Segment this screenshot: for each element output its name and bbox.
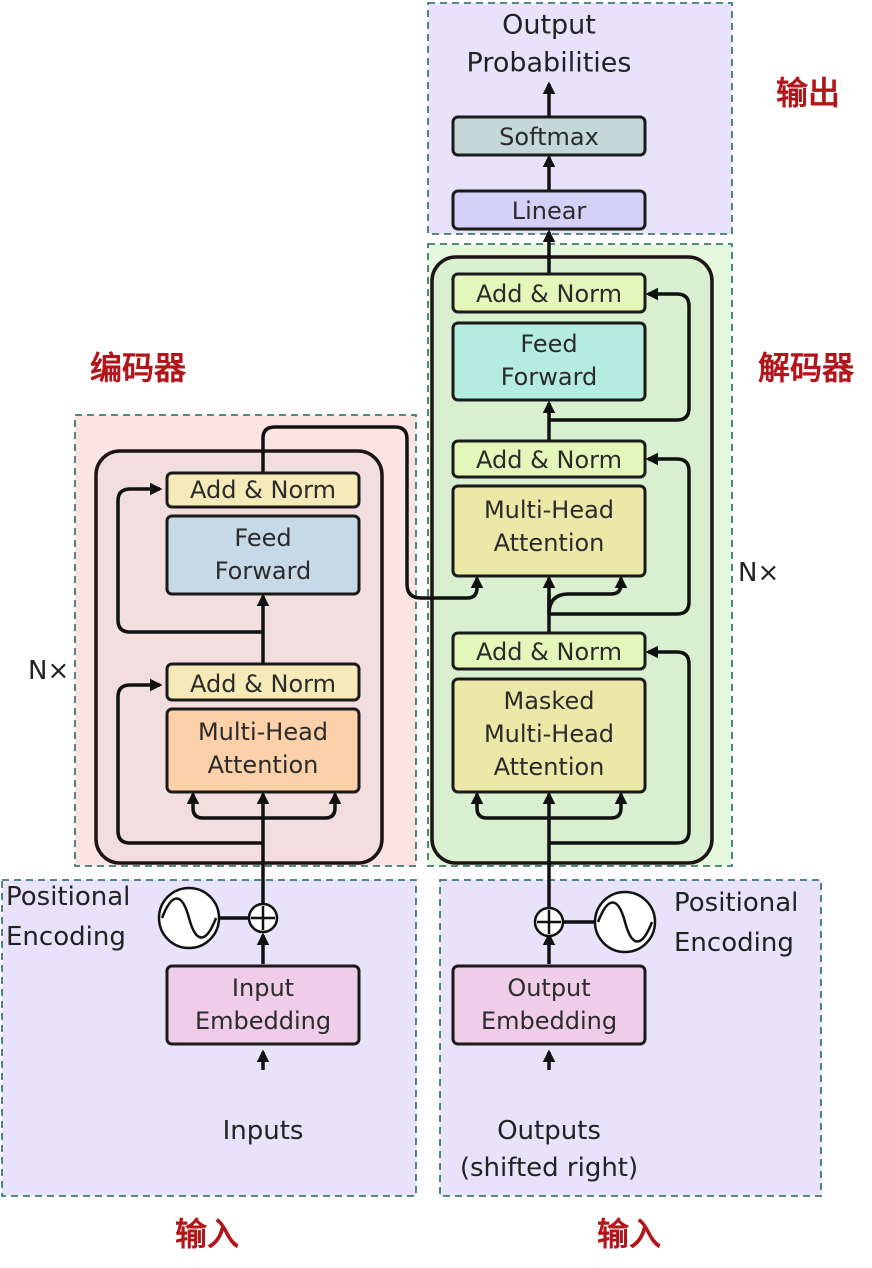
input-cn-label-left: 输入 — [175, 1215, 239, 1253]
sine-wave-icon-right — [593, 890, 657, 954]
linear-label: Linear — [512, 197, 587, 225]
positional-encoding-left-line2: Encoding — [6, 922, 126, 952]
encoder-add-norm-bottom — [165, 662, 361, 702]
output-probabilities-line1: Output — [502, 10, 596, 41]
input-cn-label-right: 输入 — [597, 1215, 661, 1253]
positional-encoding-right-line2: Encoding — [674, 928, 794, 958]
encoder-multi-head-attention — [165, 707, 361, 794]
decoder-multi-head-attention — [451, 484, 647, 578]
decoder-add-norm-mid — [451, 439, 647, 479]
decoder-add-norm-bottom-label: Add & Norm — [476, 638, 622, 666]
sine-wave-icon-left — [157, 886, 221, 950]
decoder-feed-forward-line1: Feed — [520, 330, 577, 358]
plus-icon-left — [247, 902, 279, 934]
plus-icon-right — [533, 906, 565, 938]
output-embedding-line1: Output — [507, 974, 590, 1002]
decoder-feed-forward-line2: Forward — [501, 363, 598, 391]
input-embedding-line2: Embedding — [195, 1007, 331, 1035]
output-embedding-block — [451, 964, 647, 1046]
output-cn-label: 输出 — [776, 74, 840, 112]
input-embedding-block — [165, 964, 361, 1046]
decoder-masked-line1: Masked — [504, 687, 595, 715]
output-embedding-line2: Embedding — [481, 1007, 617, 1035]
linear-block — [451, 189, 647, 231]
outputs-label-line1: Outputs — [497, 1116, 601, 1146]
nx-left-label: N× — [28, 656, 69, 686]
encoder-feed-forward-line1: Feed — [234, 524, 291, 552]
connections — [116, 81, 691, 1070]
softmax-label: Softmax — [499, 123, 599, 151]
decoder-add-norm-mid-label: Add & Norm — [476, 446, 622, 474]
decoder-cn-label: 解码器 — [758, 349, 855, 387]
decoder-add-norm-top — [451, 272, 647, 314]
decoder-masked-line3: Attention — [494, 753, 605, 781]
encoder-attention-line2: Attention — [208, 751, 319, 779]
decoder-add-norm-top-label: Add & Norm — [476, 280, 622, 308]
decoder-attention-line1: Multi-Head — [484, 496, 614, 524]
encoder-feed-forward — [165, 514, 361, 596]
positional-encoding-right-line1: Positional — [674, 888, 798, 918]
output-probabilities-line2: Probabilities — [467, 48, 632, 79]
encoder-cn-label: 编码器 — [90, 349, 187, 387]
softmax-block — [451, 115, 647, 157]
encoder-feed-forward-line2: Forward — [215, 557, 312, 585]
encoder-add-norm-top-label: Add & Norm — [190, 476, 336, 504]
nx-right-label: N× — [738, 558, 779, 588]
decoder-masked-attention — [451, 677, 647, 794]
decoder-attention-line2: Attention — [494, 529, 605, 557]
decoder-feed-forward — [451, 321, 647, 402]
encoder-attention-line1: Multi-Head — [198, 718, 328, 746]
positional-encoding-left-line1: Positional — [6, 882, 130, 912]
decoder-add-norm-bottom — [451, 631, 647, 671]
input-embedding-line1: Input — [232, 974, 294, 1002]
encoder-add-norm-top — [165, 471, 361, 509]
outputs-label-line2: (shifted right) — [460, 1153, 638, 1183]
encoder-stack — [94, 449, 384, 865]
decoder-masked-line2: Multi-Head — [484, 720, 614, 748]
encoder-add-norm-bottom-label: Add & Norm — [190, 670, 336, 698]
inputs-label: Inputs — [223, 1116, 304, 1146]
